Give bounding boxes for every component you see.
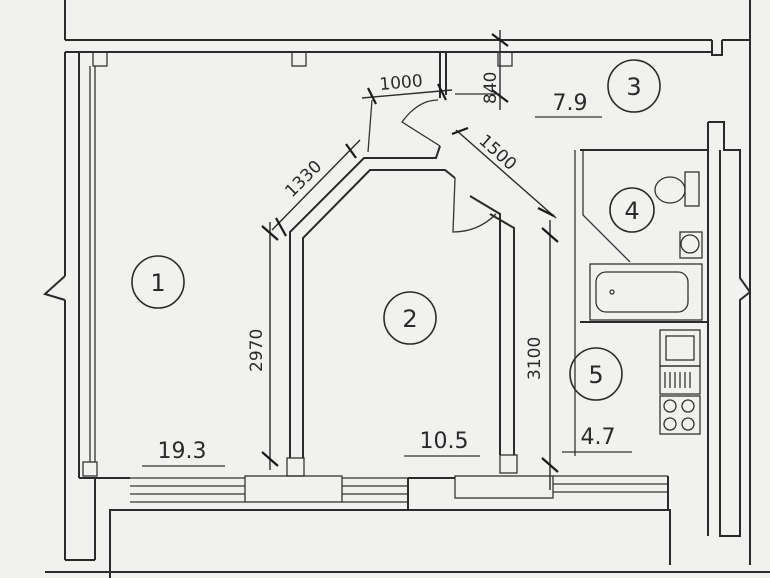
room-5-area: 4.7 [581,425,616,450]
room-3-area: 7.9 [553,91,588,116]
room-2-marker: 2 [383,291,437,345]
interior-partitions [289,52,708,458]
dimension-1000: 1000 [379,71,424,95]
room-1-marker: 1 [131,255,185,309]
dimension-lines [142,30,632,490]
dimension-2970: 2970 [247,329,267,372]
room-3-marker: 3 [607,59,661,113]
bathroom-fixtures [589,171,703,321]
exterior-walls [43,0,770,578]
room-4-marker: 4 [609,187,655,233]
room-1-number: 1 [150,269,165,297]
room-4-number: 4 [624,197,639,225]
room-2-area: 10.5 [420,429,469,454]
dimension-3100: 3100 [525,337,545,380]
bathtub-icon [589,263,703,321]
room-1-area: 19.3 [158,439,207,464]
room-5-marker: 5 [569,347,623,401]
room-3-number: 3 [626,73,641,101]
stove-icon [659,395,701,435]
room-2-number: 2 [402,305,417,333]
kitchen-fixtures [659,329,701,435]
toilet-icon [654,176,686,204]
sink-icon [680,234,700,254]
room-5-number: 5 [588,361,603,389]
dimension-840: 840 [481,72,501,104]
dimension-1330: 1330 [281,157,326,202]
